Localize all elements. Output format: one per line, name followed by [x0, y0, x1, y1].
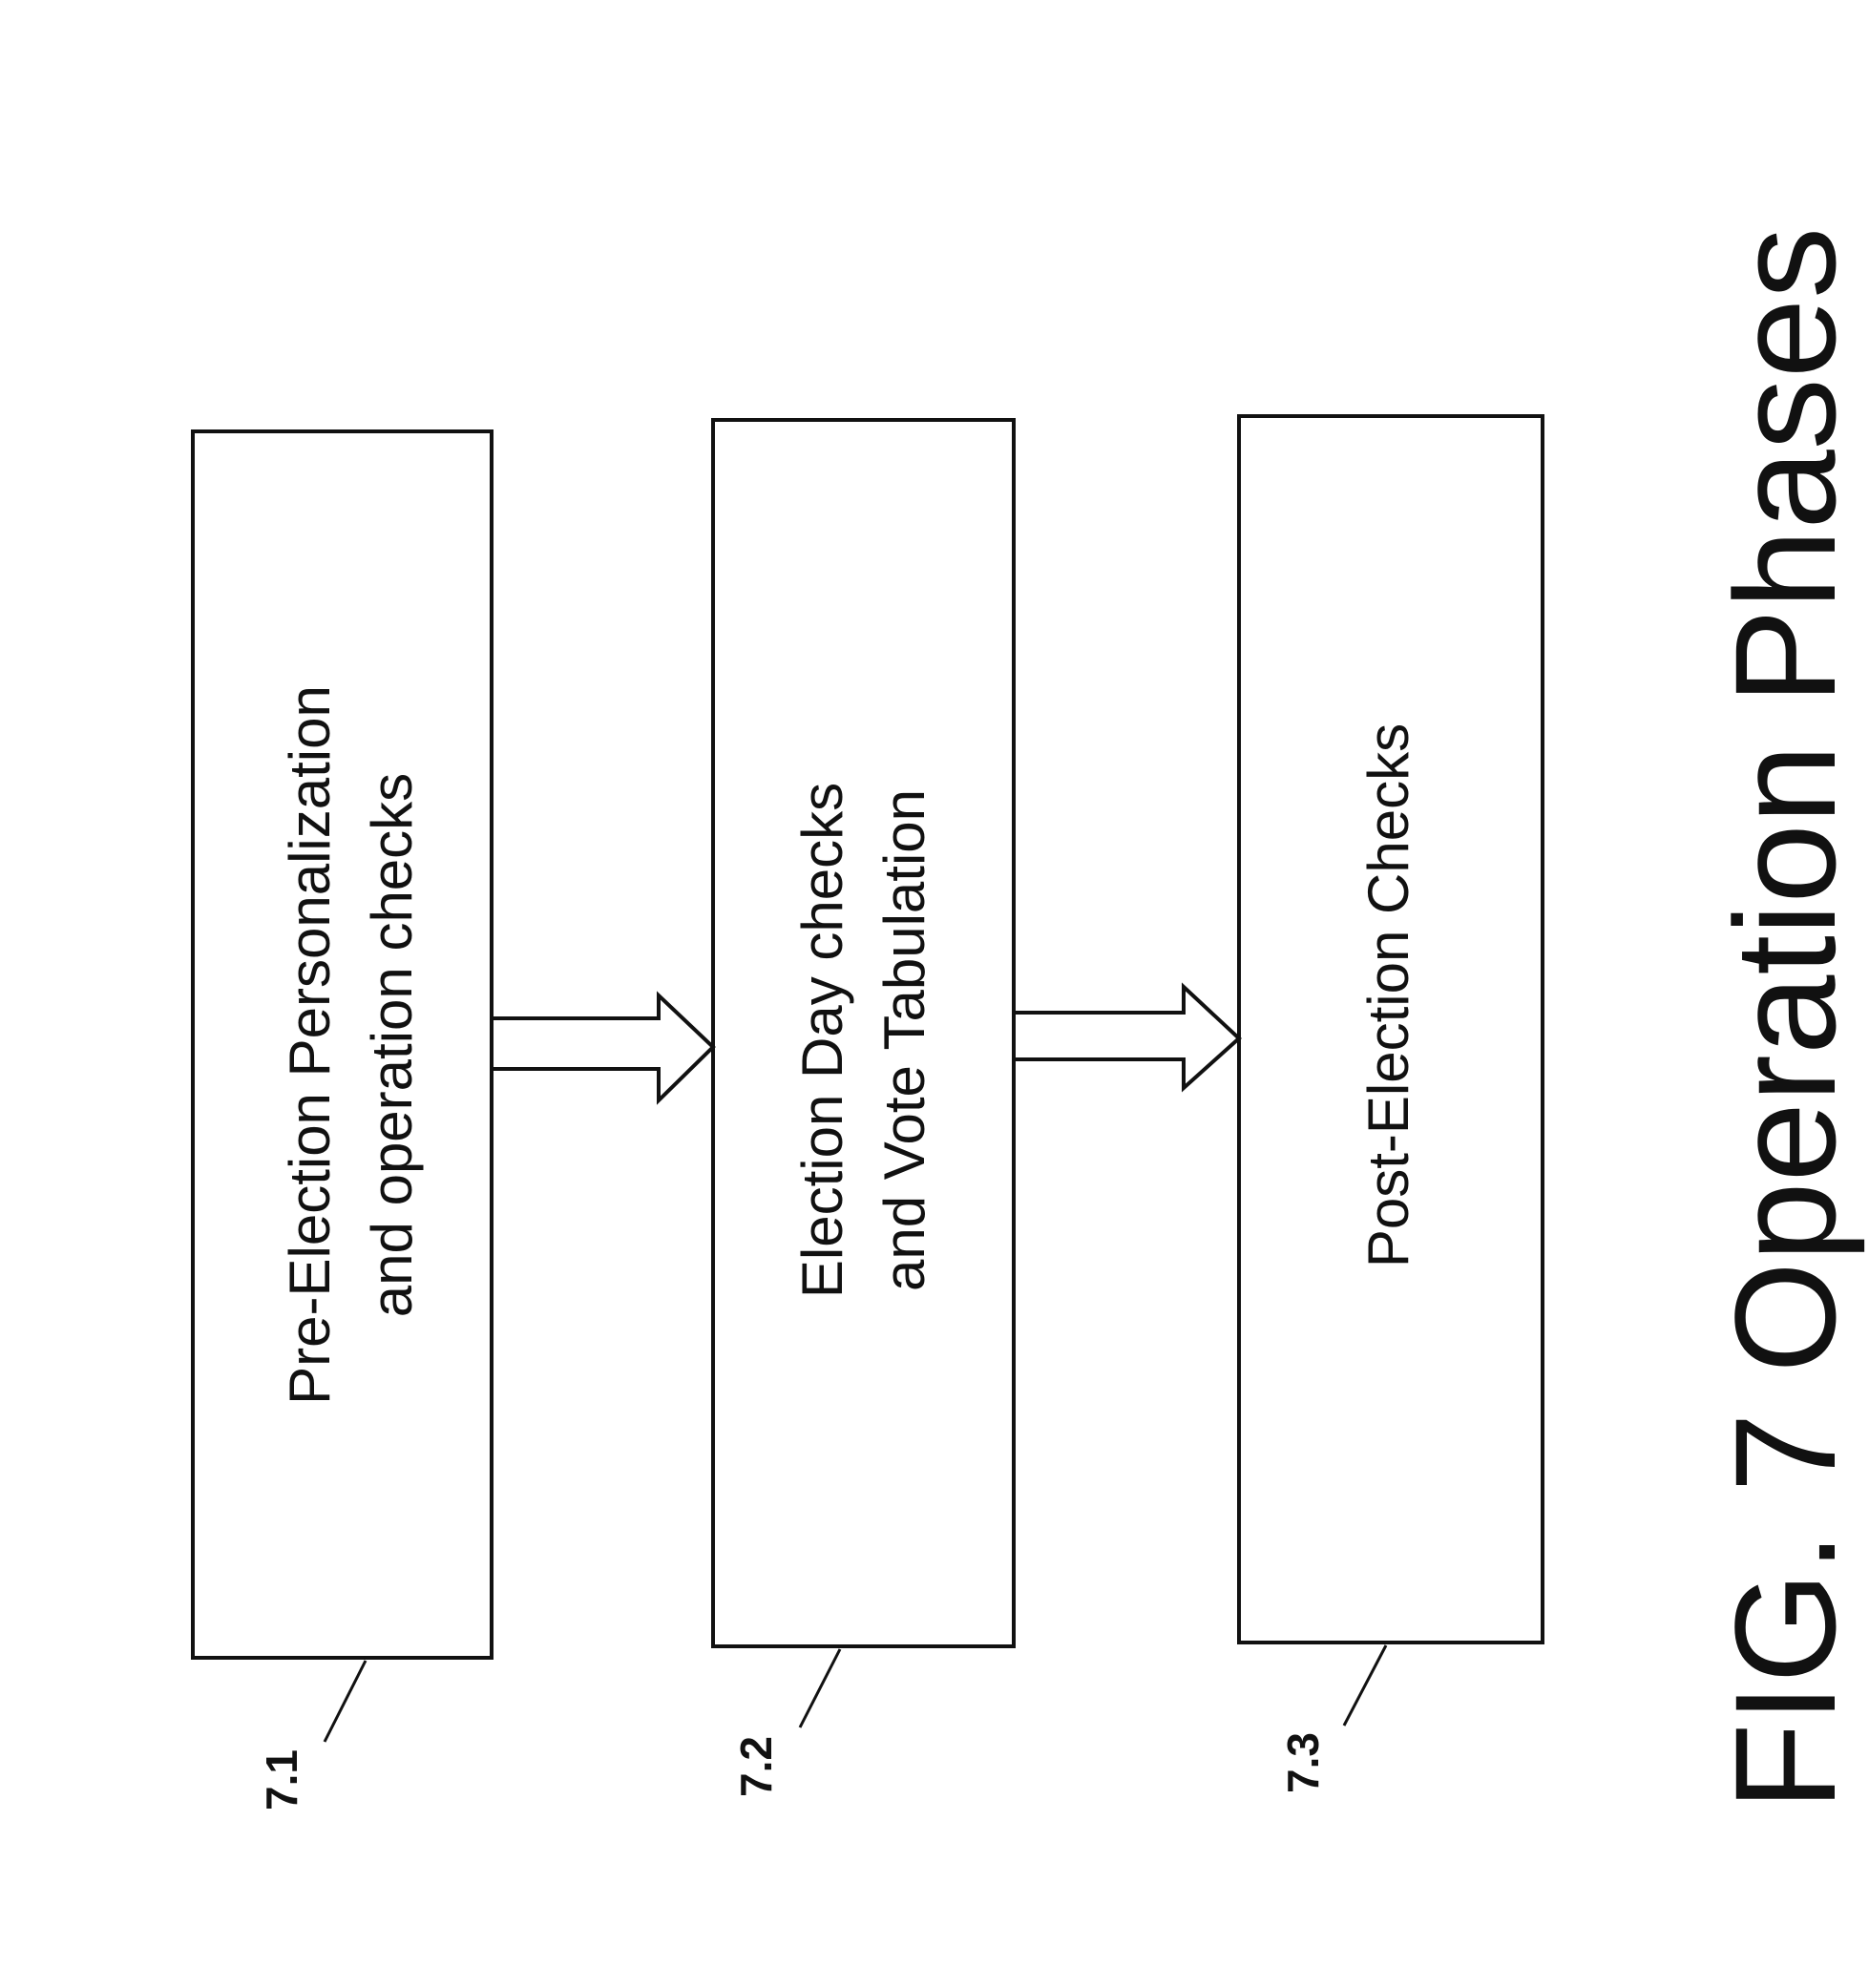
leader-line-7-2 [800, 1649, 840, 1727]
box-7-1-line-2: and operation checks [351, 568, 433, 1522]
ref-label-7-2: 7.2 [732, 1719, 780, 1814]
box-7-3-label: Post-Election Checks [1348, 518, 1430, 1473]
leader-line-7-3 [1344, 1645, 1386, 1726]
box-7-2-line-2: and Vote Tabulation [864, 563, 946, 1517]
box-7-3-line-1: Post-Election Checks [1348, 518, 1430, 1473]
arrow-7-2-to-7-3 [1014, 987, 1239, 1088]
box-7-2-line-1: Election Day checks [782, 563, 864, 1517]
arrow-7-1-to-7-2 [492, 995, 713, 1100]
ref-label-7-3: 7.3 [1279, 1715, 1327, 1810]
box-7-1-label: Pre-Election Personalization and operati… [269, 568, 433, 1522]
leader-line-7-1 [325, 1661, 366, 1742]
ref-label-7-1: 7.1 [258, 1732, 305, 1828]
box-7-2-label: Election Day checks and Vote Tabulation [782, 563, 946, 1517]
box-7-1-line-1: Pre-Election Personalization [269, 568, 351, 1522]
figure-title: FIG. 7 Operation Phases [1709, 283, 1861, 1810]
